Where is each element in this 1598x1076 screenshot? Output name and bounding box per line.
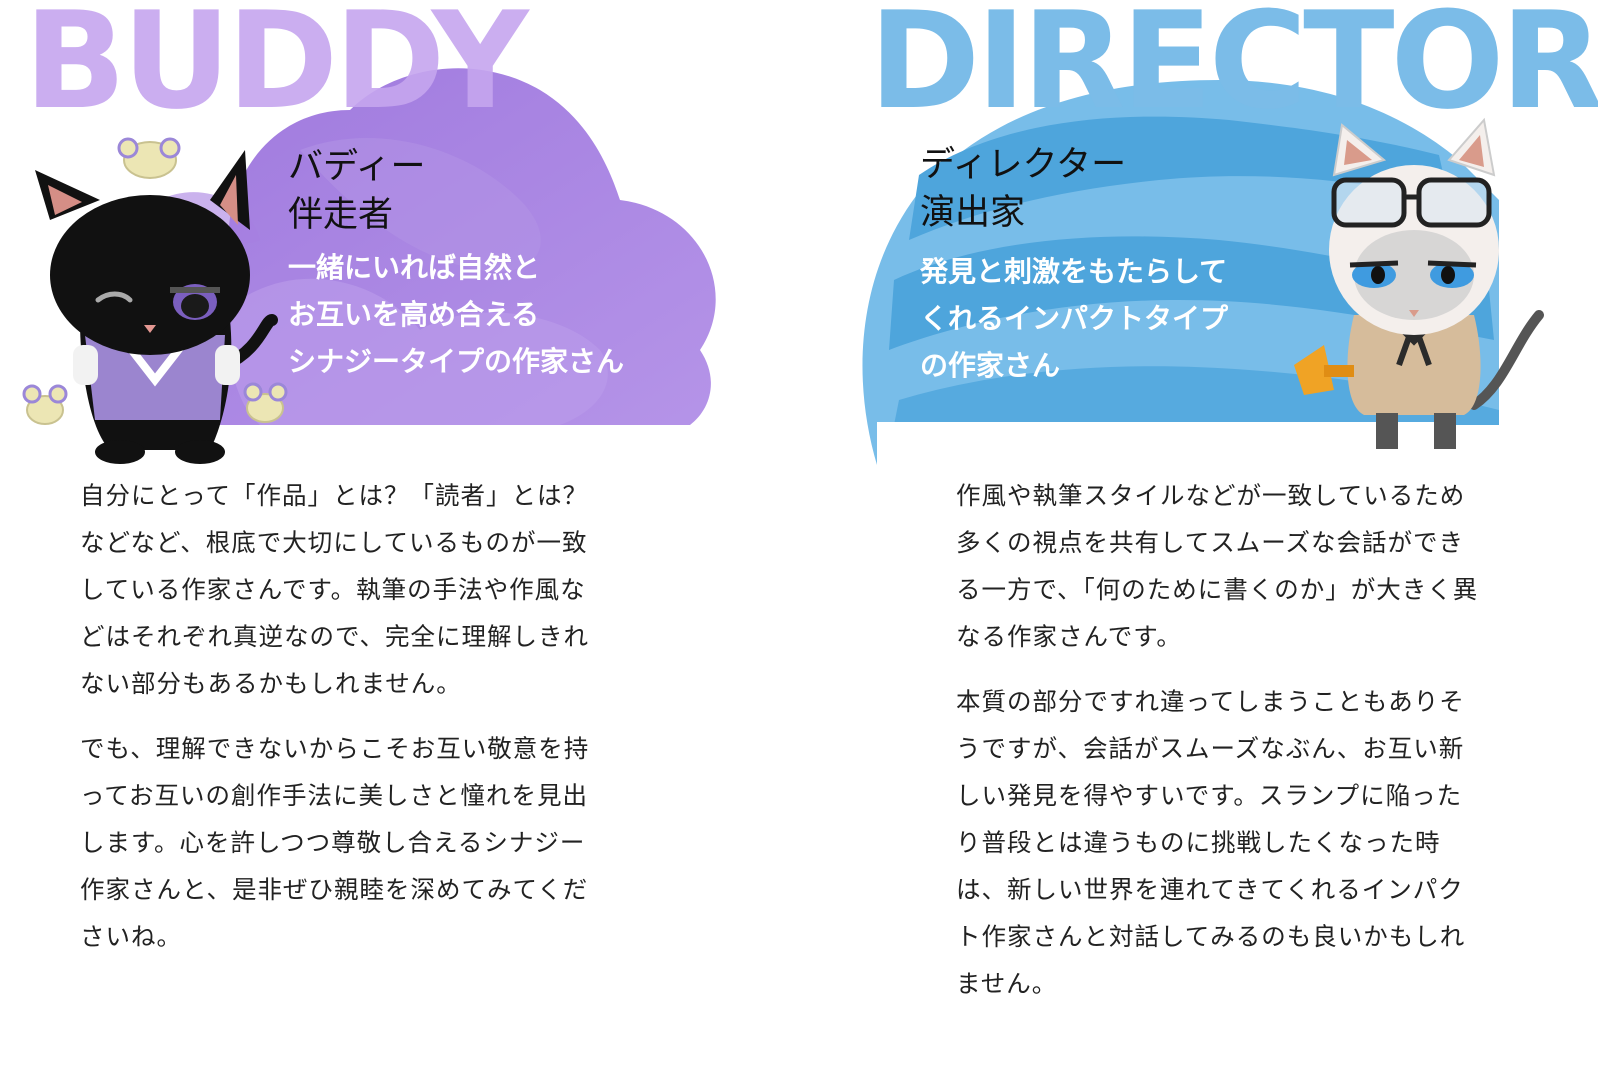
- black-cat-winking-icon: [22, 137, 288, 464]
- buddy-tagline-line: シナジータイプの作家さん: [288, 345, 625, 378]
- buddy-title: BUDDY: [24, 0, 529, 139]
- director-description: 作風や執筆スタイルなどが一致しているため多くの視点を共有してスムーズな会話ができ…: [956, 472, 1484, 1025]
- mouse-icon: [243, 382, 288, 423]
- director-paragraph-1: 作風や執筆スタイルなどが一致しているため多くの視点を共有してスムーズな会話ができ…: [956, 481, 1479, 651]
- buddy-tagline-line: お互いを高め合える: [288, 298, 540, 331]
- buddy-type-name-kanji: 伴走者: [288, 195, 394, 235]
- buddy-type-name-kana: バディー: [288, 147, 426, 187]
- buddy-tagline: 一緒にいれば自然と お互いを高め合える シナジータイプの作家さん: [288, 244, 624, 385]
- buddy-tagline-line: 一緒にいれば自然と: [288, 251, 541, 284]
- director-title: DIRECTOR: [869, 0, 1598, 139]
- buddy-paragraph-1: 自分にとって「作品」とは？「読者」とは？などなど、根底で大切にしているものが一致…: [80, 481, 590, 698]
- director-tagline-line: 発見と刺激をもたらして: [920, 255, 1228, 288]
- mouse-icon: [22, 384, 68, 425]
- director-type-name-kanji: 演出家: [920, 193, 1026, 233]
- director-tagline-line: の作家さん: [920, 349, 1061, 382]
- buddy-card: BUDDY: [22, 0, 716, 978]
- buddy-paragraph-2: でも、理解できないからこそお互い敬意を持ってお互いの創作手法に美しさと憧れを見出…: [80, 734, 590, 951]
- white-cat-glasses-megaphone-icon: [1294, 117, 1544, 449]
- buddy-type-name: バディー 伴走者: [288, 143, 426, 239]
- director-type-name-kana: ディレクター: [920, 145, 1127, 185]
- director-tagline: 発見と刺激をもたらして くれるインパクトタイプ の作家さん: [920, 248, 1228, 389]
- director-card: DIRECTOR ディレク: [799, 0, 1598, 1076]
- director-tagline-line: くれるインパクトタイプ: [920, 302, 1229, 335]
- director-type-name: ディレクター 演出家: [920, 141, 1126, 237]
- megaphone-icon: [1294, 345, 1354, 395]
- mouse-icon: [117, 137, 181, 179]
- buddy-description: 自分にとって「作品」とは？「読者」とは？などなど、根底で大切にしているものが一致…: [80, 472, 610, 978]
- director-paragraph-2: 本質の部分ですれ違ってしまうこともありそうですが、会話がスムーズなぶん、お互い新…: [956, 687, 1466, 998]
